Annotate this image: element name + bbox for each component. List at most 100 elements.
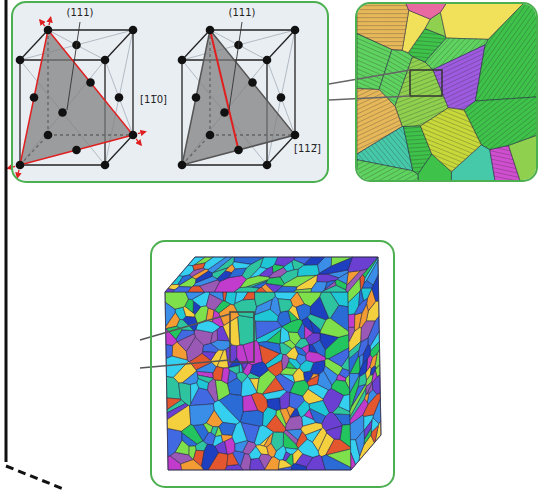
lamella-line	[357, 167, 514, 180]
grain	[328, 348, 349, 367]
atom	[129, 26, 138, 35]
grain	[351, 447, 356, 470]
lamella-line	[357, 110, 501, 123]
lamella-line	[357, 39, 524, 54]
lamella-line	[357, 90, 463, 176]
grain	[168, 456, 182, 470]
atom	[206, 26, 215, 35]
lamella-line	[399, 4, 503, 114]
atom	[291, 26, 300, 35]
lamella-line	[357, 25, 489, 26]
lamella-line	[357, 15, 526, 30]
lamella-line	[357, 23, 526, 38]
grain	[165, 292, 189, 309]
lamella-line	[357, 59, 523, 74]
lamella-line	[357, 36, 439, 113]
lamella-line	[357, 7, 425, 84]
lamella-line	[455, 96, 536, 180]
lamella-line	[357, 85, 489, 86]
lamella-line	[442, 80, 536, 180]
lamella-line	[357, 36, 471, 127]
lamella-line	[357, 135, 488, 180]
atom	[248, 78, 257, 87]
lamella-line	[443, 31, 536, 163]
lamella-line	[460, 102, 536, 180]
lamella-line	[357, 178, 511, 180]
lamella-line	[357, 4, 454, 60]
grain	[285, 416, 302, 430]
twin-lamellae	[357, 4, 489, 98]
atom	[263, 161, 272, 170]
plane-direction-label: (111)	[228, 7, 257, 19]
lamella-line	[374, 100, 536, 168]
grain	[350, 384, 367, 417]
cell-edge	[267, 30, 295, 60]
lamella-line	[357, 173, 505, 180]
lamella-line	[357, 101, 513, 166]
lamella-line	[357, 149, 521, 180]
grain	[217, 350, 229, 368]
lamella-line	[428, 134, 536, 171]
face-diagonal	[267, 30, 295, 165]
lamella-line	[490, 32, 536, 179]
lamella-line	[411, 4, 533, 133]
lamella-line	[357, 103, 457, 180]
atom	[72, 146, 81, 155]
lamella-line	[357, 67, 522, 82]
lamella-line	[418, 4, 522, 128]
ebsd-map	[357, 4, 536, 180]
lamella-line	[357, 50, 446, 127]
face-diagonal	[105, 30, 133, 165]
lamella-line	[357, 4, 472, 62]
lamella-line	[410, 47, 525, 180]
cell-edge	[19, 60, 20, 165]
lamella-line	[357, 171, 512, 180]
lamella-line	[357, 11, 527, 26]
lamella-line	[357, 124, 432, 180]
lamella-line	[383, 78, 536, 146]
lamella-line	[357, 96, 466, 180]
lamella-line	[357, 61, 448, 147]
lamella-line	[441, 71, 536, 108]
grain	[213, 435, 223, 446]
lamella-line	[381, 4, 503, 106]
lamella-line	[390, 4, 512, 114]
zoom-box	[230, 312, 254, 362]
cell-edge	[20, 164, 105, 165]
direction-line	[210, 30, 239, 150]
twin-lamellae	[357, 61, 524, 180]
lamella-line	[357, 65, 452, 142]
fcc-unit-cell	[7, 17, 145, 177]
cell-edge	[294, 30, 295, 135]
grain	[182, 424, 203, 443]
lamella-line	[357, 149, 496, 180]
lamella-line	[357, 21, 432, 98]
cell-edge	[210, 29, 295, 30]
lamella-line	[357, 23, 482, 88]
lamella-line	[384, 4, 506, 109]
lamella-line	[357, 123, 522, 180]
lamella-line	[474, 21, 536, 168]
grain-face	[165, 292, 351, 470]
grain	[333, 272, 356, 284]
grain	[357, 4, 409, 50]
lamella-line	[357, 160, 517, 180]
lamella-line	[427, 61, 536, 173]
lamella-line	[357, 27, 525, 42]
lamella-line	[357, 164, 503, 180]
lamella-line	[357, 4, 471, 76]
lamella-line	[388, 65, 503, 180]
lamella-line	[446, 33, 536, 165]
lamella-line	[357, 146, 503, 159]
lamella-line	[357, 32, 458, 103]
lamella-line	[357, 21, 489, 22]
lamella-line	[357, 169, 505, 180]
lamella-line	[357, 51, 523, 66]
atom	[115, 93, 124, 102]
cell-edge	[105, 30, 133, 60]
lamella-line	[357, 101, 470, 178]
lamella-line	[357, 142, 503, 155]
lamella-line	[357, 150, 503, 163]
lamella-line	[357, 73, 489, 74]
slip-plane	[20, 30, 133, 165]
